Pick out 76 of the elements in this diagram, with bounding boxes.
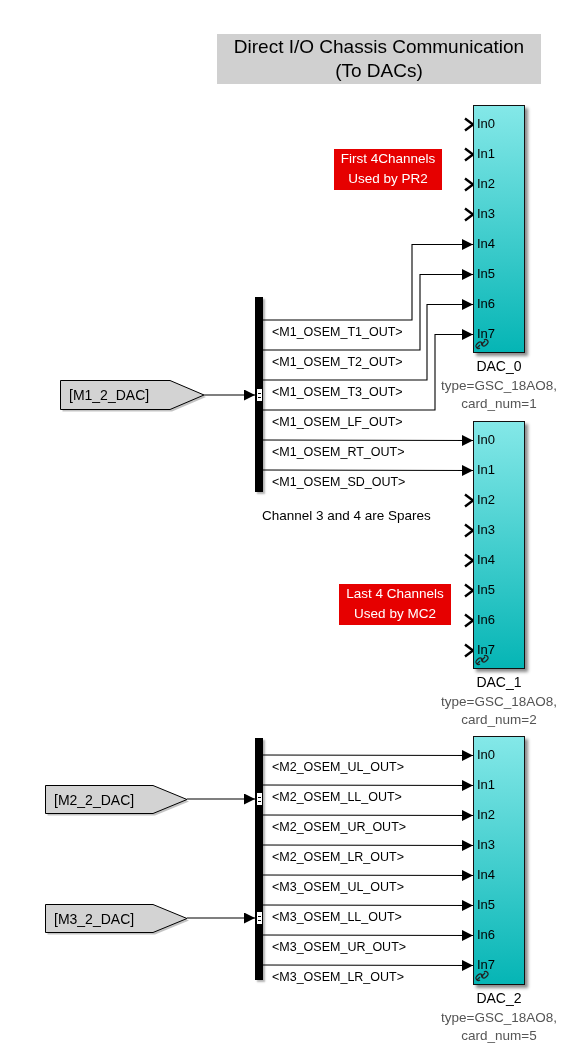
port-label: In2 <box>477 492 496 508</box>
port-label: In1 <box>477 462 496 478</box>
signal-arrow <box>262 959 474 971</box>
dac-block <box>473 421 525 669</box>
edge-label: <M1_OSEM_T1_OUT> <box>272 325 403 340</box>
port-label: In3 <box>477 837 496 853</box>
tag-label: [M2_2_DAC] <box>54 791 135 808</box>
port-label: In4 <box>477 867 496 883</box>
port-label: In0 <box>477 747 496 763</box>
bus-selector-bar <box>255 738 263 980</box>
port-label: In7 <box>477 326 496 342</box>
signal-arrow <box>262 779 474 791</box>
edge-label: <M2_OSEM_UL_OUT> <box>272 760 404 775</box>
goto-tag-block <box>45 904 187 933</box>
signal-arrow <box>262 869 474 881</box>
dac-block <box>473 736 525 985</box>
port-label: In3 <box>477 206 496 222</box>
block-parameters: type=GSC_18AO8, card_num=2 <box>440 693 558 729</box>
port-label: In1 <box>477 777 496 793</box>
signal-arrow <box>186 793 256 805</box>
edge-label: <M2_OSEM_UR_OUT> <box>272 820 407 835</box>
edge-label: <M3_OSEM_UL_OUT> <box>272 880 404 895</box>
port-label: In6 <box>477 296 496 312</box>
signal-arrow <box>262 239 474 321</box>
port-label: In2 <box>477 176 496 192</box>
block-name: DAC_1 <box>475 674 523 691</box>
tag-label: [M3_2_DAC] <box>54 910 135 927</box>
signal-arrow <box>262 809 474 821</box>
block-parameters: type=GSC_18AO8, card_num=1 <box>440 377 558 413</box>
port-label: In7 <box>477 642 496 658</box>
tag-label: [M1_2_DAC] <box>69 387 150 403</box>
note-text: Channel 3 and 4 are Spares <box>262 508 431 524</box>
dac-block <box>473 105 525 353</box>
note-box: First 4Channels Used by PR2 <box>334 149 442 190</box>
block-name: DAC_0 <box>475 358 523 375</box>
port-label: In5 <box>477 897 496 913</box>
edge-label: <M3_OSEM_LL_OUT> <box>272 910 402 925</box>
port-label: In4 <box>477 236 496 252</box>
signal-arrow <box>262 839 474 851</box>
edge-label: <M1_OSEM_SD_OUT> <box>272 475 406 490</box>
goto-tag-block <box>60 380 204 410</box>
block-name: DAC_2 <box>475 990 523 1007</box>
signal-arrow <box>203 389 256 401</box>
signal-arrow <box>262 929 474 941</box>
signal-arrow <box>262 749 474 761</box>
edge-label: <M2_OSEM_LL_OUT> <box>272 790 402 805</box>
signal-arrow <box>262 299 474 381</box>
block-parameters: type=GSC_18AO8, card_num=5 <box>440 1009 558 1045</box>
port-label: In1 <box>477 146 496 162</box>
title-box: Direct I/O Chassis Communication (To DACs) <box>217 34 541 84</box>
port-label: In5 <box>477 582 496 598</box>
edge-label: <M1_OSEM_T2_OUT> <box>272 355 403 370</box>
port-label: In7 <box>477 957 496 973</box>
goto-tag-block <box>45 785 187 814</box>
edge-label: <M2_OSEM_LR_OUT> <box>272 850 404 865</box>
port-label: In0 <box>477 432 496 448</box>
signal-arrow <box>262 329 474 411</box>
edge-label: <M1_OSEM_T3_OUT> <box>272 385 403 400</box>
port-label: In0 <box>477 116 496 132</box>
note-box: Last 4 Channels Used by MC2 <box>339 584 451 625</box>
port-label: In6 <box>477 612 496 628</box>
signal-arrow <box>262 434 474 446</box>
edge-label: <M1_OSEM_RT_OUT> <box>272 445 405 460</box>
port-label: In3 <box>477 522 496 538</box>
edge-label: <M3_OSEM_UR_OUT> <box>272 940 407 955</box>
signal-arrow <box>186 912 256 924</box>
signal-arrow <box>262 464 474 476</box>
port-label: In2 <box>477 807 496 823</box>
port-label: In5 <box>477 266 496 282</box>
edge-label: <M1_OSEM_LF_OUT> <box>272 415 403 430</box>
bus-selector-bar <box>255 297 263 492</box>
port-label: In6 <box>477 927 496 943</box>
signal-arrow <box>262 899 474 911</box>
edge-label: <M3_OSEM_LR_OUT> <box>272 970 404 985</box>
signal-arrow <box>262 269 474 351</box>
port-label: In4 <box>477 552 496 568</box>
